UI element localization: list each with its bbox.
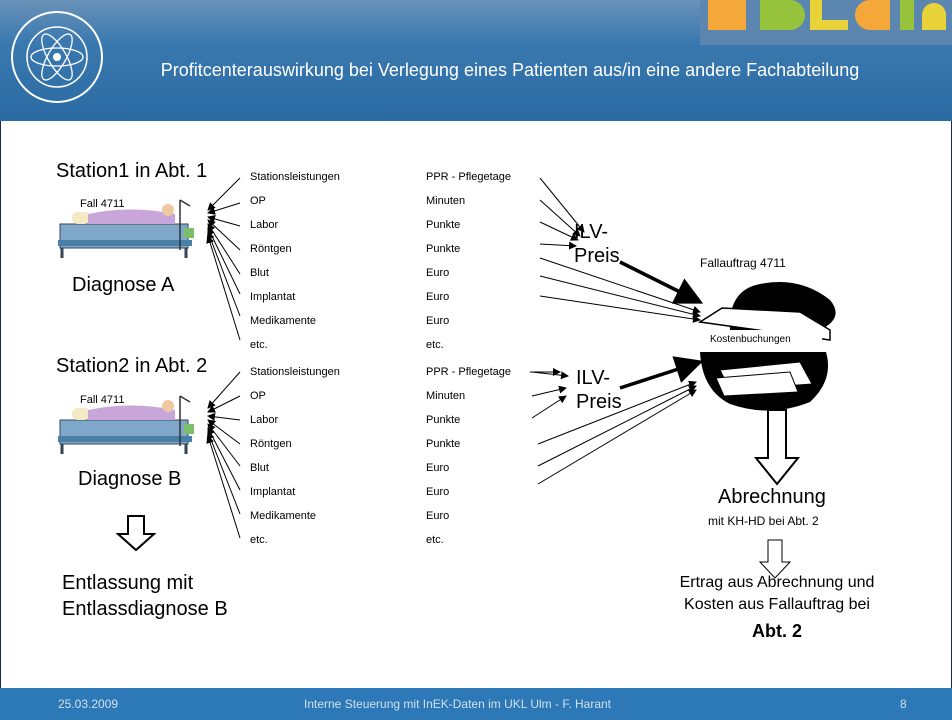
leistung-label: Medikamente [250, 510, 317, 522]
abrechnung-title: Abrechnung [718, 486, 826, 508]
footer-date: 25.03.2009 [58, 697, 119, 711]
station2-diagnose: Diagnose B [78, 468, 182, 490]
einheit-label: Euro [426, 315, 450, 327]
einheit-label: Punkte [426, 438, 461, 450]
fallauftrag-icon [697, 282, 836, 411]
entlassung-line1: Entlassung mit [62, 572, 194, 594]
ertrag-line2: Kosten aus Fallauftrag bei [684, 596, 870, 613]
fallauftrag-label: Fallauftrag 4711 [700, 256, 786, 270]
ertrag-line3: Abt. 2 [751, 621, 802, 641]
ilv-1-line1: ILV- [574, 221, 609, 243]
university-seal-logo [11, 11, 103, 103]
leistung-label: Implantat [250, 486, 296, 498]
leistung-label: Labor [250, 414, 279, 426]
leistung-label: Labor [250, 219, 279, 231]
ilv-2-line2: Preis [576, 391, 622, 413]
ilv-2-line1: ILV- [576, 367, 611, 389]
arrows-to-ilv-1 [539, 177, 585, 250]
patient-bed-2-icon [58, 395, 194, 454]
ilv-preis-1: ILV- Preis [574, 220, 620, 268]
ilv-2-bold-arrow [619, 356, 704, 390]
einheit-label: Punkte [426, 219, 461, 231]
einheit-label: Euro [426, 510, 450, 522]
leistung-label: OP [250, 390, 266, 402]
ilv-1-line2: Preis [574, 245, 620, 267]
leistung-label: Implantat [250, 291, 296, 303]
fan-arrows-2 [206, 371, 241, 539]
einheit-label: PPR - Pflegetage [426, 366, 511, 378]
arrows-to-ilv-2 [531, 371, 569, 419]
ilv-preis-2: ILV- Preis [576, 366, 622, 414]
down-arrow-big [753, 409, 801, 486]
einheit-label: Minuten [426, 195, 466, 207]
einheit-label: PPR - Pflegetage [426, 171, 511, 183]
entlassung-text: Entlassung mit Entlassdiagnose B [62, 570, 228, 622]
leistung-label: Stationsleistungen [250, 171, 340, 183]
einheit-label: Euro [426, 486, 450, 498]
leistung-label: Röntgen [250, 243, 292, 255]
station2-fall: Fall 4711 [80, 394, 125, 406]
kostenbuchungen-label: Kostenbuchungen [710, 334, 791, 345]
abrechnung-sub: mit KH-HD bei Abt. 2 [708, 514, 819, 528]
einheit-label: Minuten [426, 390, 466, 402]
einheit-label: Punkte [426, 414, 461, 426]
entlassung-line2: Entlassdiagnose B [62, 598, 228, 620]
leistung-label: Stationsleistungen [250, 366, 340, 378]
fan-arrows-1 [206, 177, 241, 341]
slide-footer: 25.03.2009 Interne Steuerung mit InEK-Da… [0, 688, 952, 720]
station1-title: Station1 in Abt. 1 [56, 160, 208, 182]
leistung-label: Blut [250, 462, 269, 474]
station2-title: Station2 in Abt. 2 [56, 355, 208, 377]
arrows-to-fallauftrag-2 [530, 368, 697, 485]
colored-blocks-decoration [700, 0, 952, 45]
ilv-1-bold-arrow [619, 260, 704, 304]
footer-center-text: Interne Steuerung mit InEK-Daten im UKL … [304, 697, 612, 711]
einheit-label: Euro [426, 267, 450, 279]
einheit-label: Euro [426, 462, 450, 474]
patient-bed-1-icon [58, 199, 194, 258]
footer-page-number: 8 [900, 697, 907, 711]
leistung-label: Röntgen [250, 438, 292, 450]
einheit-label: etc. [426, 534, 444, 546]
ertrag-text: Ertrag aus Abrechnung und Kosten aus Fal… [652, 572, 902, 642]
down-arrow-entlassung [115, 515, 157, 552]
leistung-label: etc. [250, 534, 268, 546]
station1-fall: Fall 4711 [80, 198, 125, 210]
leistung-label: Blut [250, 267, 269, 279]
down-arrow-small [758, 539, 792, 579]
ertrag-line1: Ertrag aus Abrechnung und [679, 574, 875, 591]
leistung-label: Medikamente [250, 315, 317, 327]
einheit-label: etc. [426, 339, 444, 351]
leistung-label: OP [250, 195, 266, 207]
station1-diagnose: Diagnose A [72, 274, 175, 296]
slide-header: Profitcenterauswirkung bei Verlegung ein… [0, 0, 952, 121]
einheit-label: Punkte [426, 243, 461, 255]
einheit-label: Euro [426, 291, 450, 303]
slide-title: Profitcenterauswirkung bei Verlegung ein… [160, 60, 860, 80]
leistung-label: etc. [250, 339, 268, 351]
